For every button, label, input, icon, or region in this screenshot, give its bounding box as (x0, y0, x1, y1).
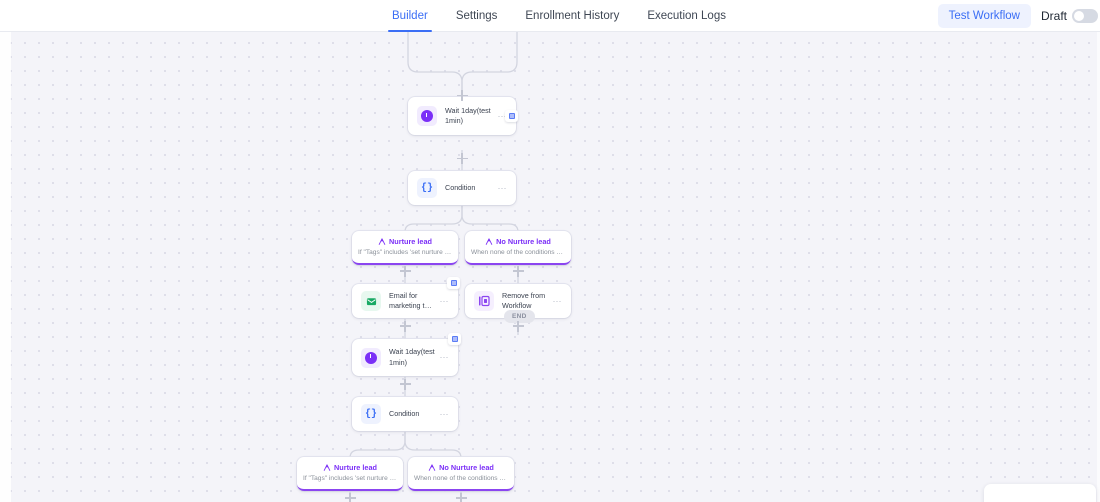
node-wait-2[interactable]: Wait 1day(test 1min) ⋯ (352, 339, 458, 376)
tab-settings-label: Settings (455, 10, 498, 22)
workflow-status-label: Draft (1040, 9, 1067, 23)
node-wait-1[interactable]: Wait 1day(test 1min) ⋯ (408, 97, 516, 135)
canvas-right-gutter (1097, 32, 1100, 502)
branch-no-nurture-lead-2-title: No Nurture lead (439, 463, 494, 472)
node-condition-2-title: Condition (389, 408, 420, 418)
tab-builder-label: Builder (392, 10, 428, 22)
connector-edges (349, 32, 519, 502)
add-step-button-branch2a[interactable] (344, 492, 356, 502)
node-email-1-title: Email for marketing to Nurture Lead 1 (389, 290, 429, 310)
workflow-graph: Wait 1day(test 1min) ⋯ {} Condition ⋯ Nu… (0, 32, 1100, 502)
canvas-controls-panel[interactable] (984, 484, 1096, 502)
tab-execution-logs[interactable]: Execution Logs (633, 0, 740, 32)
publish-toggle[interactable] (1072, 9, 1098, 23)
mail-icon (361, 291, 381, 311)
test-workflow-button[interactable]: Test Workflow (937, 4, 1031, 28)
branch-nurture-lead-2[interactable]: Nurture lead If "Tags" includes 'set nur… (297, 457, 403, 492)
branch-no-nurture-lead-1-subtitle: When none of the conditions are met (471, 249, 565, 257)
canvas-left-gutter (0, 32, 11, 502)
branch-nurture-lead-2-title: Nurture lead (334, 463, 377, 472)
branch-nurture-lead-1-subtitle: If "Tags" includes 'set nurture lead' (358, 249, 452, 257)
add-step-button-top[interactable] (456, 90, 468, 101)
node-wait-2-menu[interactable]: ⋯ (439, 352, 449, 362)
node-note-badge-email-1[interactable] (447, 277, 460, 289)
add-step-button-branch1b[interactable] (512, 265, 524, 277)
node-condition-2[interactable]: {} Condition ⋯ (352, 397, 458, 431)
add-step-button-branch1a[interactable] (399, 265, 411, 277)
node-remove-from-workflow-1-title: Remove from Workflow (502, 290, 546, 310)
fork-icon (485, 238, 493, 245)
node-email-1-menu[interactable]: ⋯ (439, 295, 449, 306)
branch-no-nurture-lead-2-subtitle: When none of the conditions are met (414, 475, 508, 483)
branch-nurture-lead-2-subtitle: If "Tags" includes 'set nurture lead' (303, 475, 397, 483)
tab-bar: Builder Settings Enrollment History Exec… (378, 0, 740, 32)
node-condition-1-title: Condition (445, 182, 476, 192)
node-remove-from-workflow-1-menu[interactable]: ⋯ (552, 295, 562, 306)
fork-icon (378, 238, 386, 245)
add-step-button-wait1[interactable] (456, 153, 468, 164)
node-note-badge-wait-2[interactable] (448, 333, 461, 345)
node-condition-2-menu[interactable]: ⋯ (439, 408, 449, 419)
tab-enrollment-history[interactable]: Enrollment History (511, 0, 633, 32)
fork-icon (428, 464, 436, 471)
clock-icon (361, 347, 381, 368)
branch-no-nurture-lead-1-title: No Nurture lead (496, 237, 551, 246)
node-wait-1-menu[interactable]: ⋯ (497, 110, 507, 121)
header-actions: Test Workflow Draft (937, 0, 1100, 32)
tab-builder[interactable]: Builder (378, 0, 442, 32)
branch-no-nurture-lead-2-header: No Nurture lead (414, 463, 508, 472)
branch-nurture-lead-1[interactable]: Nurture lead If "Tags" includes 'set nur… (352, 231, 458, 266)
node-wait-1-title: Wait 1day(test 1min) (445, 105, 491, 125)
node-wait-2-title: Wait 1day(test 1min) (389, 347, 435, 367)
workflow-status[interactable]: Draft (1041, 9, 1098, 23)
remove-icon (474, 291, 494, 311)
fork-icon (323, 464, 331, 471)
node-email-1[interactable]: Email for marketing to Nurture Lead 1 ⋯ (352, 284, 458, 318)
braces-icon: {} (417, 178, 437, 198)
tab-enrollment-history-label: Enrollment History (525, 10, 620, 22)
branch-no-nurture-lead-1[interactable]: No Nurture lead When none of the conditi… (465, 231, 571, 266)
remove-glyph (479, 295, 490, 307)
node-note-badge-wait-1[interactable] (505, 110, 518, 122)
branch-nurture-lead-2-header: Nurture lead (303, 463, 397, 472)
branch-no-nurture-lead-2[interactable]: No Nurture lead When none of the conditi… (408, 457, 514, 492)
tab-settings[interactable]: Settings (442, 0, 512, 32)
add-step-button-email1[interactable] (399, 320, 411, 332)
node-condition-1[interactable]: {} Condition ⋯ (408, 171, 516, 205)
add-step-button-wait2[interactable] (399, 378, 411, 390)
node-condition-1-menu[interactable]: ⋯ (497, 182, 507, 193)
add-step-button-remove1[interactable] (512, 320, 524, 332)
clock-icon (417, 106, 437, 126)
branch-no-nurture-lead-1-header: No Nurture lead (471, 237, 565, 246)
braces-icon: {} (361, 404, 381, 424)
tab-execution-logs-label: Execution Logs (647, 10, 726, 22)
end-badge: END (504, 310, 535, 323)
branch-nurture-lead-1-title: Nurture lead (389, 237, 432, 246)
mail-glyph (366, 297, 376, 305)
app-header: Builder Settings Enrollment History Exec… (0, 0, 1100, 32)
workflow-canvas[interactable]: Wait 1day(test 1min) ⋯ {} Condition ⋯ Nu… (0, 32, 1100, 502)
branch-nurture-lead-1-header: Nurture lead (358, 237, 452, 246)
add-step-button-branch2b[interactable] (455, 492, 467, 502)
